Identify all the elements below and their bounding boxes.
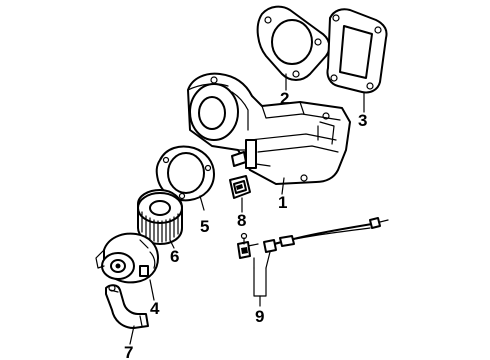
part-9-cable: [237, 217, 389, 259]
part-6-blower-wheel: [137, 189, 183, 245]
part-5-seal: [155, 145, 215, 202]
callout-1: 1: [278, 193, 287, 212]
part-8-resistor: [229, 175, 251, 199]
callout-3: 3: [358, 111, 367, 130]
callout-9: 9: [255, 307, 264, 326]
callout-8: 8: [237, 211, 246, 230]
callout-2: 2: [280, 89, 289, 108]
part-4-blower-motor: [95, 232, 159, 284]
leader-lines: [129, 73, 365, 345]
callout-labels: 1 2 3 4 5 6 7 8 9: [124, 89, 367, 360]
callout-4: 4: [150, 299, 160, 318]
part-1-heater-case: [187, 72, 351, 185]
callout-7: 7: [124, 343, 133, 360]
callout-6: 6: [170, 247, 179, 266]
callout-5: 5: [200, 217, 209, 236]
part-3-frame: [326, 8, 388, 94]
part-2-gasket: [256, 5, 331, 81]
part-7-hose: [105, 284, 149, 329]
